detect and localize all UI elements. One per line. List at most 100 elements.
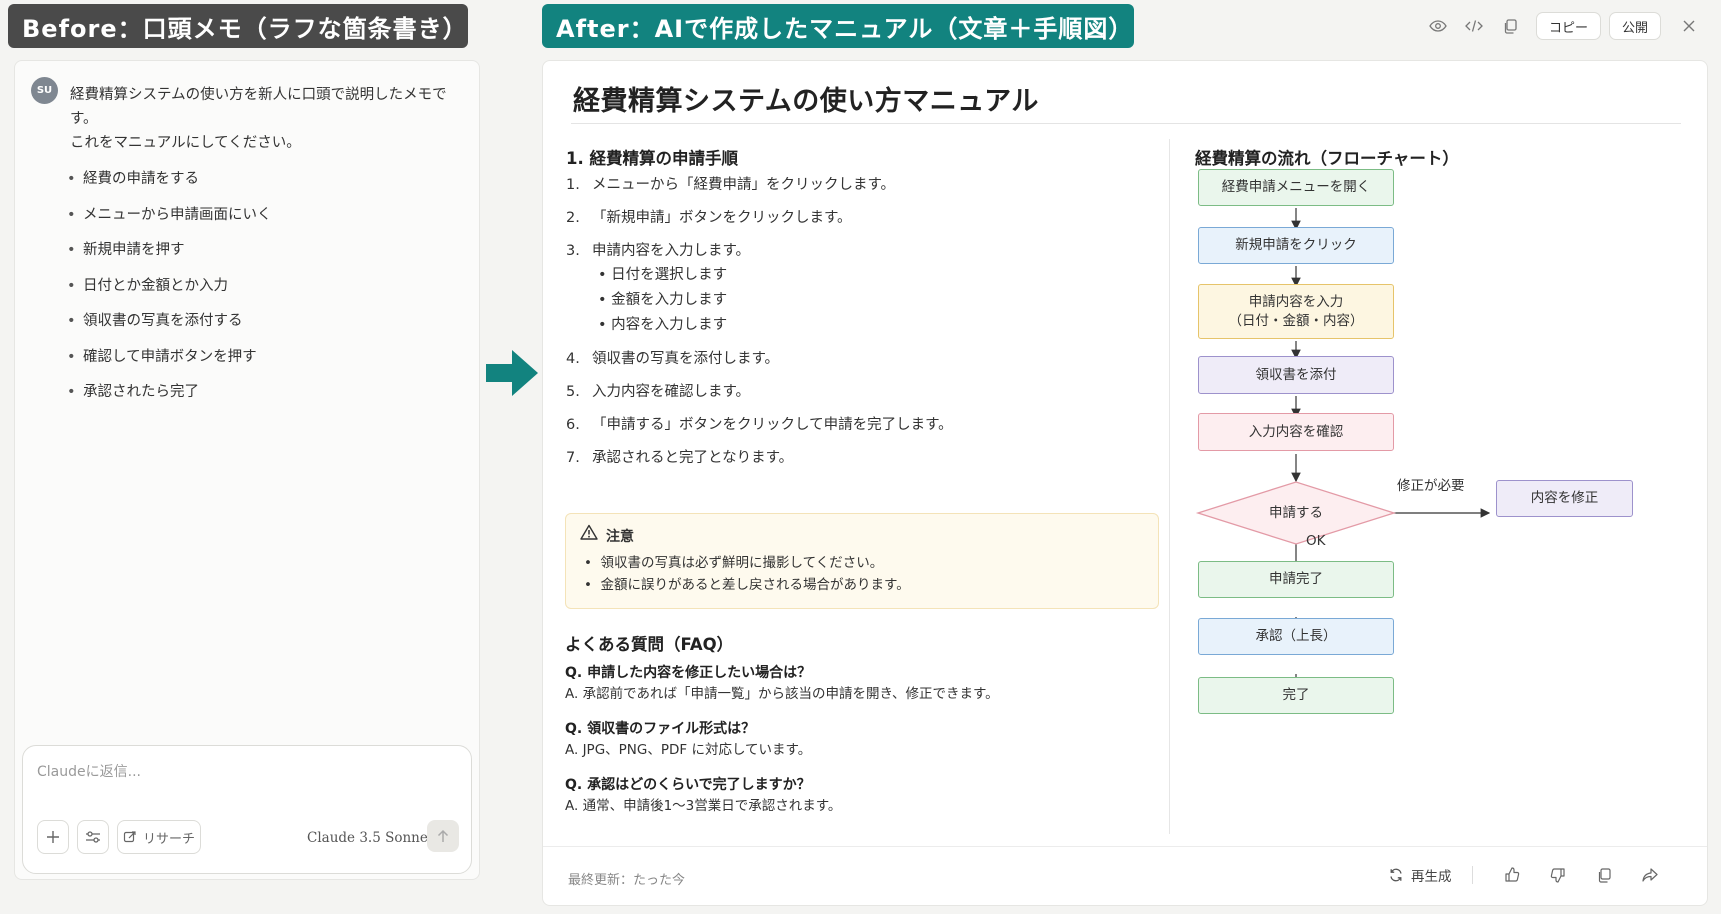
flow-node-open-menu: 経費申請メニューを開く — [1198, 169, 1394, 206]
warning-icon — [580, 524, 598, 540]
step-item: 3.申請内容を入力します。 • 日付を選択します • 金額を入力します • 内容… — [566, 239, 953, 338]
memo-list: •経費の申請をする •メニューから申請画面にいく •新規申請を押す •日付とか金… — [67, 167, 272, 416]
reply-input[interactable] — [37, 760, 437, 784]
send-button[interactable] — [427, 820, 459, 852]
thumbs-down-icon — [1550, 868, 1565, 883]
flowchart-title: 経費精算の流れ（フローチャート） — [1195, 149, 1459, 168]
duplicate-button[interactable] — [1492, 12, 1528, 40]
copy-icon — [1504, 18, 1517, 34]
artifact-panel: 経費精算システムの使い方マニュアル 1. 経費精算の申請手順 1.メニューから「… — [542, 60, 1708, 906]
research-button[interactable]: リサーチ — [117, 820, 201, 854]
sliders-icon — [86, 831, 100, 843]
faq-item: Q. 領収書のファイル形式は？ A. JPG、PNG、PDF に対応しています。 — [565, 719, 999, 761]
flow-node-confirm: 入力内容を確認 — [1198, 413, 1394, 451]
thumbs-up-button[interactable] — [1489, 861, 1535, 889]
flow-node-text: （日付・金額・内容） — [1228, 312, 1364, 329]
list-item: •新規申請を押す — [67, 242, 185, 258]
caution-list: • 領収書の写真は必ず鮮明に撮影してください。 • 金額に誤りがあると差し戻され… — [584, 552, 910, 596]
caution-box: 注意 • 領収書の写真は必ず鮮明に撮影してください。 • 金額に誤りがあると差し… — [565, 513, 1159, 609]
faq-item: Q. 承認はどのくらいで完了しますか？ A. 通常、申請後1〜3営業日で承認され… — [565, 775, 999, 817]
flow-node-enter-details: 申請内容を入力 （日付・金額・内容） — [1198, 284, 1394, 339]
step-item: 5.入力内容を確認します。 — [566, 384, 751, 400]
title-divider — [571, 123, 1681, 124]
steps-list: 1.メニューから「経費申請」をクリックします。 2.「新規申請」ボタンをクリック… — [566, 173, 953, 479]
footer-actions: 再生成 — [1389, 861, 1673, 889]
faq-question: Q. 承認はどのくらいで完了しますか？ — [565, 777, 811, 793]
step-item: 6.「申請する」ボタンをクリックして申請を完了します。 — [566, 417, 953, 433]
publish-button[interactable]: 公開 — [1609, 12, 1662, 40]
step3-sub-list: • 日付を選択します • 金額を入力します • 内容を入力します — [566, 263, 953, 338]
step-item: 4.領収書の写真を添付します。 — [566, 351, 780, 367]
copy-response-button[interactable] — [1581, 861, 1627, 889]
flow-node-complete: 完了 — [1198, 677, 1394, 714]
chat-panel: SU 経費精算システムの使い方を新人に口頭で説明したメモです。 これをマニュアル… — [14, 60, 480, 880]
flow-decision-label: 申請する — [1269, 504, 1323, 521]
faq-answer: A. 承認前であれば「申請一覧」から該当の申請を開き、修正できます。 — [565, 686, 999, 702]
eye-icon — [1429, 20, 1447, 32]
sub-item: • 内容を入力します — [598, 317, 728, 333]
copy-button[interactable]: コピー — [1536, 12, 1602, 40]
sub-item: • 金額を入力します — [598, 292, 728, 308]
section-title-steps: 1. 経費精算の申請手順 — [566, 149, 738, 168]
flow-node-fix: 内容を修正 — [1496, 480, 1633, 517]
model-label[interactable]: Claude 3.5 Sonnet — [307, 830, 434, 846]
after-banner: After：AIで作成したマニュアル（文章＋手順図） — [542, 4, 1134, 48]
caution-title: 注意 — [606, 529, 634, 545]
faq-list: Q. 申請した内容を修正したい場合は？ A. 承認前であれば「申請一覧」から該当… — [565, 663, 999, 831]
list-item: •承認されたら完了 — [67, 384, 199, 400]
close-button[interactable] — [1671, 12, 1707, 40]
sub-item: • 日付を選択します — [598, 267, 728, 283]
user-message: 経費精算システムの使い方を新人に口頭で説明したメモです。 これをマニュアルにして… — [70, 83, 465, 155]
step-item: 7.承認されると完了となります。 — [566, 450, 794, 466]
research-label: リサーチ — [142, 831, 195, 847]
list-item: •経費の申請をする — [67, 171, 199, 187]
list-item: •確認して申請ボタンを押す — [67, 348, 257, 365]
transition-arrow-icon — [486, 350, 538, 396]
list-item: •領収書の写真を添付する — [67, 313, 243, 329]
flow-edge-label-fix: 修正が必要 — [1397, 478, 1465, 494]
list-item: •日付とか金額とか入力 — [67, 277, 228, 294]
flow-node-new-request: 新規申請をクリック — [1198, 227, 1394, 264]
settings-button[interactable] — [77, 820, 109, 854]
refresh-icon — [1390, 868, 1402, 882]
step-item: 1.メニューから「経費申請」をクリックします。 — [566, 177, 896, 193]
flow-node-submitted: 申請完了 — [1198, 561, 1394, 598]
regenerate-label: 再生成 — [1411, 869, 1452, 885]
thumbs-up-icon — [1504, 867, 1519, 882]
before-banner: Before：口頭メモ（ラフな箇条書き） — [8, 4, 468, 48]
flow-node-text: 申請内容を入力 — [1248, 293, 1344, 310]
flow-node-attach-receipt: 領収書を添付 — [1198, 356, 1394, 394]
code-button[interactable] — [1456, 12, 1492, 40]
message-line: 経費精算システムの使い方を新人に口頭で説明したメモです。 — [70, 87, 447, 127]
faq-answer: A. 通常、申請後1〜3営業日で承認されます。 — [565, 798, 842, 814]
share-button[interactable] — [1627, 861, 1673, 889]
step-item: 2.「新規申請」ボタンをクリックします。 — [566, 210, 852, 226]
faq-answer: A. JPG、PNG、PDF に対応しています。 — [565, 742, 812, 758]
footer-separator — [1471, 866, 1473, 884]
arrow-up-icon — [437, 829, 449, 842]
faq-question: Q. 申請した内容を修正したい場合は？ — [565, 665, 812, 681]
doc-title: 経費精算システムの使い方マニュアル — [573, 86, 1039, 117]
close-icon — [1683, 20, 1695, 32]
last-updated: 最終更新：たった今 — [568, 873, 686, 888]
plus-icon — [47, 831, 59, 843]
user-avatar: SU — [31, 77, 58, 104]
list-item: • 領収書の写真は必ず鮮明に撮影してください。 — [584, 555, 884, 571]
add-button[interactable] — [37, 820, 69, 854]
faq-title: よくある質問（FAQ） — [565, 635, 734, 654]
footer-divider — [543, 846, 1707, 847]
message-line: これをマニュアルにしてください。 — [70, 135, 301, 151]
flow-edge-label-ok: OK — [1306, 533, 1326, 549]
preview-button[interactable] — [1420, 12, 1456, 40]
list-item: •メニューから申請画面にいく — [67, 206, 272, 223]
copy-icon — [1598, 867, 1611, 883]
thumbs-down-button[interactable] — [1535, 861, 1581, 889]
reply-box: リサーチ Claude 3.5 Sonnet — [22, 745, 472, 874]
share-icon — [1641, 868, 1658, 882]
code-icon — [1465, 20, 1483, 32]
list-item: • 金額に誤りがあると差し戻される場合があります。 — [584, 577, 910, 593]
artifact-toolbar: コピー 公開 — [1420, 12, 1707, 40]
regenerate-button[interactable]: 再生成 — [1389, 865, 1452, 885]
research-icon — [123, 831, 136, 843]
faq-question: Q. 領収書のファイル形式は？ — [565, 721, 756, 737]
